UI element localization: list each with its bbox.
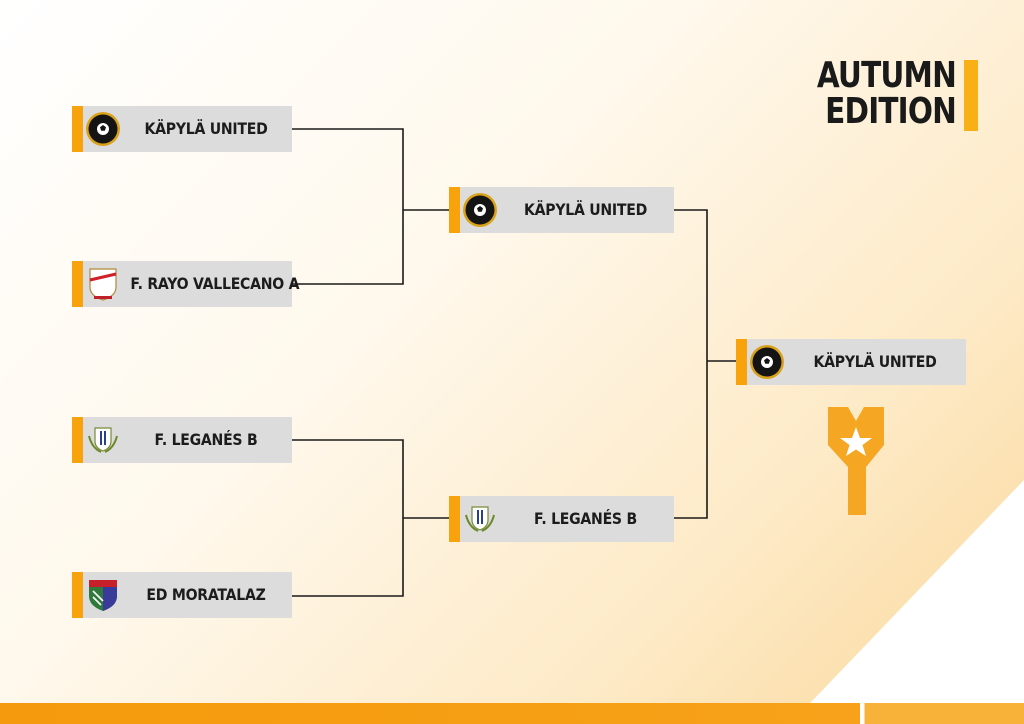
rayo-vallecano-crest-icon [89,268,117,301]
bottom-stripe [0,703,1024,724]
edition-title: AUTUMN EDITION [795,55,957,132]
team-name: F. RAYO VALLECANO A [130,274,300,293]
bracket-line-r1-top [292,128,404,285]
kapyla-united-crest-icon [463,193,497,227]
title-line-1: AUTUMN [816,55,957,96]
slot-accent [449,496,460,542]
star-y-trophy-icon [828,407,884,515]
leganes-crest-icon [88,427,118,453]
team-name: KÄPYLÄ UNITED [813,352,937,371]
bracket-line-r1-bottom [292,439,404,597]
moratalaz-crest-icon [89,580,117,611]
team-name: KÄPYLÄ UNITED [144,119,268,138]
slot-accent [72,572,83,618]
team-slot-r1-1[interactable]: KÄPYLÄ UNITED [72,106,292,152]
team-slot-sf-1[interactable]: KÄPYLÄ UNITED [449,187,674,233]
team-name: F. LEGANÉS B [534,509,637,528]
leganes-crest-icon [465,506,495,532]
kapyla-united-crest-icon [86,112,120,146]
team-slot-r1-4[interactable]: ED MORATALAZ [72,572,292,618]
team-name: ED MORATALAZ [146,585,266,604]
team-slot-sf-2[interactable]: F. LEGANÉS B [449,496,674,542]
slot-accent [736,339,747,385]
title-accent-bar [964,60,978,131]
bracket-line-semis [674,209,708,519]
slot-accent [72,106,83,152]
kapyla-united-crest-icon [750,345,784,379]
team-slot-r1-3[interactable]: F. LEGANÉS B [72,417,292,463]
team-name: KÄPYLÄ UNITED [523,200,648,219]
slot-accent [449,187,460,233]
team-name: F. LEGANÉS B [154,430,258,449]
slot-accent [72,261,83,307]
slot-accent [72,417,83,463]
title-line-2: EDITION [825,91,957,132]
team-slot-champion[interactable]: KÄPYLÄ UNITED [736,339,966,385]
team-slot-r1-2[interactable]: F. RAYO VALLECANO A [72,261,300,307]
